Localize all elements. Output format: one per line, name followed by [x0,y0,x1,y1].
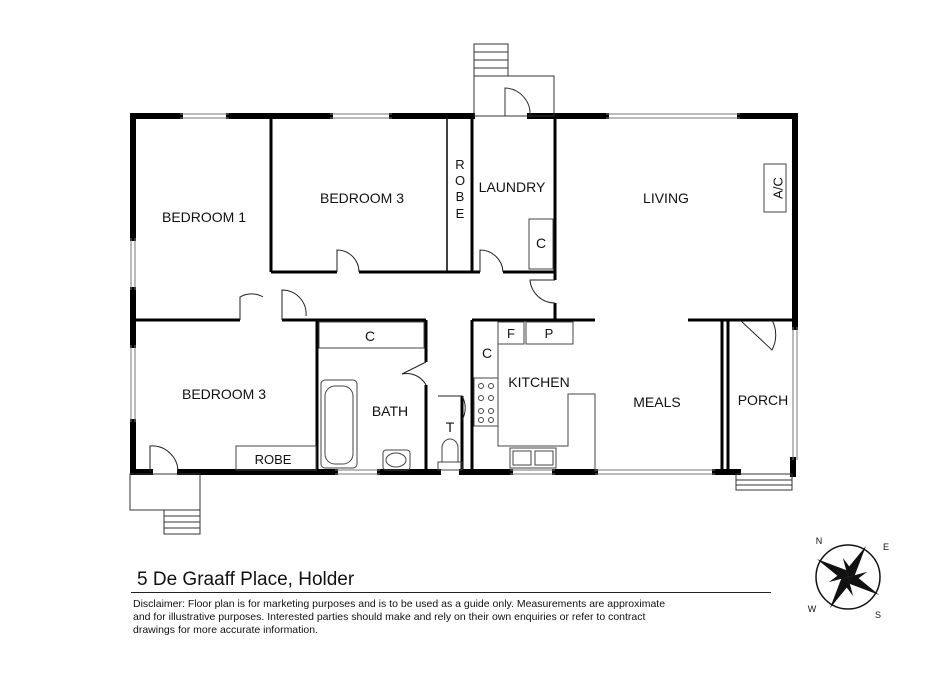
disclaimer-line: Disclaimer: Floor plan is for marketing … [133,598,666,610]
robe-letter: O [455,173,465,188]
label-laundry-cupboard: C [536,235,546,251]
internal-walls [133,116,795,472]
label-kitchen: KITCHEN [508,374,569,390]
porch-steps [735,473,793,491]
floor-plan: BEDROOM 1 BEDROOM 3 BEDROOM 3 R O B E RO… [129,43,798,535]
sink-icon [509,447,557,469]
disclaimer: Disclaimer: Floor plan is for marketing … [133,598,733,637]
robe-letter: E [456,206,465,221]
property-address: 5 De Graaff Place, Holder [137,569,355,590]
windows [130,113,798,475]
compass-icon: N E S W [808,536,889,620]
label-living: LIVING [643,190,689,206]
label-hall-cupboard: C [365,328,375,344]
basin-icon [382,449,411,471]
label-ac: A/C [770,177,785,199]
divider [131,592,771,593]
label-toilet: T [446,419,455,435]
doors [149,249,777,473]
label-robe-bottom: ROBE [255,452,292,467]
external-walls [130,113,798,477]
label-fridge: F [507,326,515,341]
robe-letter: B [456,189,465,204]
label-porch: PORCH [738,392,789,408]
compass-n: N [816,536,823,546]
disclaimer-line: drawings for more accurate information. [133,624,318,636]
label-laundry: LAUNDRY [479,179,546,195]
compass-e: E [883,542,889,552]
compass-ring [815,544,881,610]
compass-w: W [808,604,817,614]
label-robe-vertical: R O B E [455,157,465,221]
label-bedroom-1: BEDROOM 1 [162,209,246,225]
fixtures [235,163,787,472]
laundry-entry [473,43,555,117]
compass-s: S [875,610,881,620]
cooktop-icon [473,377,499,427]
toilet-icon [437,461,463,471]
disclaimer-line: and for illustrative purposes. Intereste… [133,611,646,623]
label-bedroom-3-top: BEDROOM 3 [320,190,404,206]
compass-star [816,545,880,609]
entry-steps [129,473,201,535]
label-bedroom-3-bottom: BEDROOM 3 [182,386,266,402]
bathtub-icon [320,379,358,469]
label-kitchen-cupboard: C [482,345,492,361]
label-bath: BATH [372,403,408,419]
label-pantry: P [545,326,554,341]
robe-letter: R [455,157,464,172]
label-meals: MEALS [633,394,680,410]
